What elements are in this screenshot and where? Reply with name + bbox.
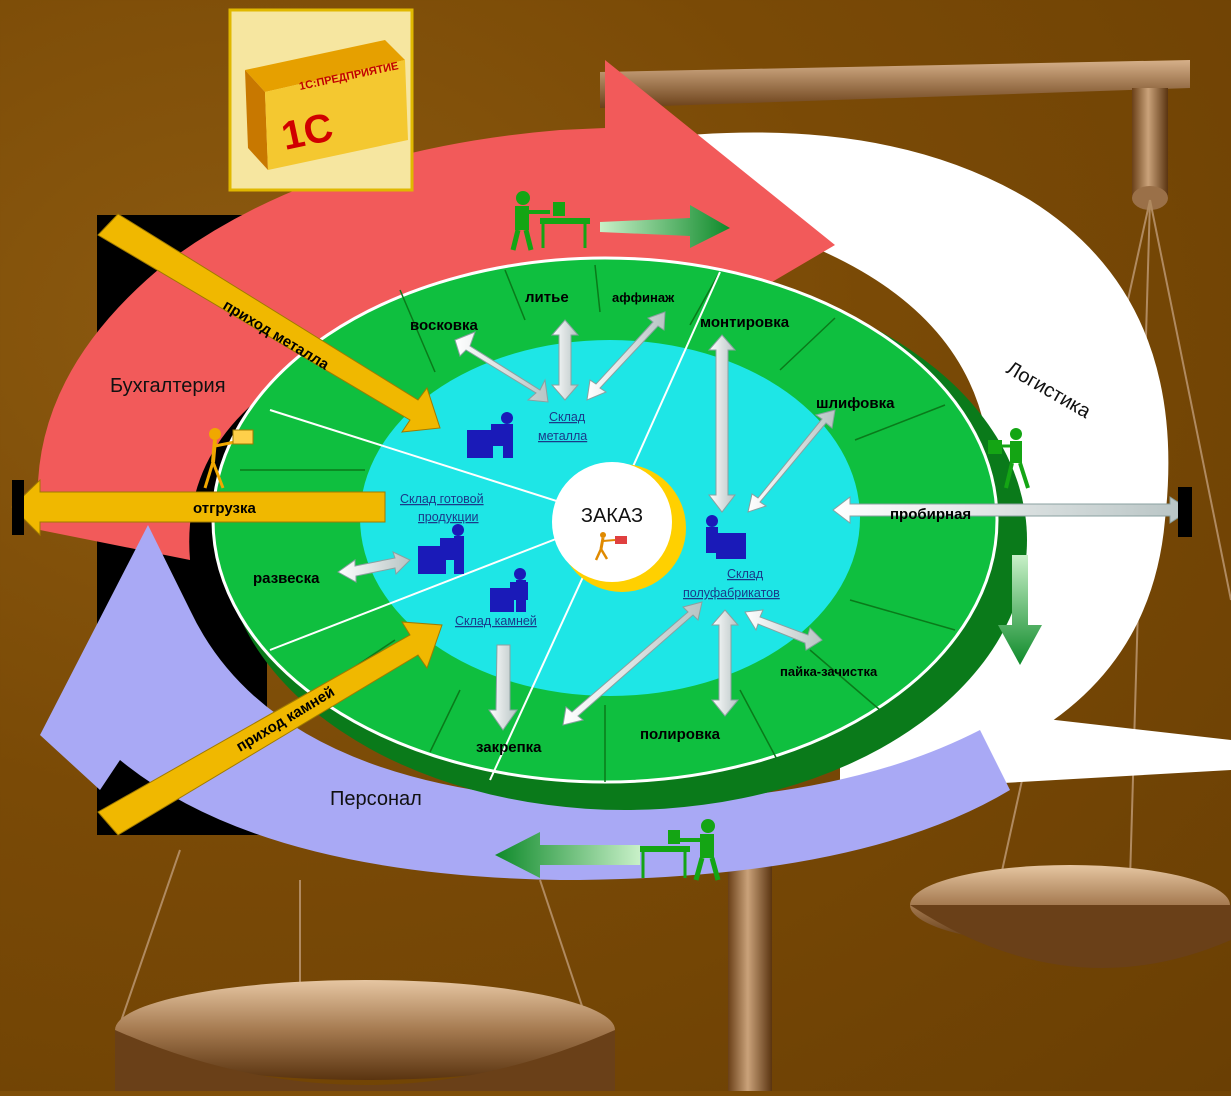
personnel-arrow xyxy=(40,525,1010,880)
conveyor-icon xyxy=(640,819,721,881)
forklift-icon xyxy=(706,515,746,559)
semi-warehouse-label-1[interactable]: Склад xyxy=(727,567,764,581)
personnel-label: Персонал xyxy=(330,788,422,810)
stage-setting[interactable]: закрепка xyxy=(476,739,542,756)
stage-soldering[interactable]: пайка-зачистка xyxy=(780,664,878,679)
stones-inflow-arrow xyxy=(97,621,443,836)
stage-weighing[interactable]: развеска xyxy=(253,570,320,587)
double-arrow-icon xyxy=(337,311,1191,731)
shipment-label: отгрузка xyxy=(193,500,256,517)
semi-warehouse-label-2[interactable]: полуфабрикатов xyxy=(683,586,780,600)
metal-warehouse-label-1[interactable]: Склад xyxy=(549,410,586,424)
forklift-icon xyxy=(418,524,464,574)
worker-icon xyxy=(988,428,1030,489)
product-brand: 1С xyxy=(278,105,337,159)
finished-warehouse-label-1[interactable]: Склад готовой xyxy=(400,492,484,506)
scale-icon xyxy=(115,60,1231,1091)
stage-wax[interactable]: восковка xyxy=(410,317,479,334)
courier-icon xyxy=(203,428,254,489)
edge-marker-right xyxy=(1178,487,1192,537)
stage-refining[interactable]: аффинаж xyxy=(612,290,675,305)
assay-label: пробирная xyxy=(890,506,971,523)
stage-casting[interactable]: литье xyxy=(525,289,569,306)
accounting-label: Бухгалтерия xyxy=(110,375,226,397)
stones-warehouse-label[interactable]: Склад камней xyxy=(455,614,537,628)
edge-marker-left xyxy=(12,480,24,535)
shipment-arrow xyxy=(11,478,386,537)
stage-polishing[interactable]: полировка xyxy=(640,726,721,743)
forklift-icon xyxy=(490,568,528,612)
green-arrow-icon xyxy=(495,205,1042,878)
metal-inflow-arrow xyxy=(97,213,441,433)
order-center[interactable]: ЗАКАЗ xyxy=(552,462,686,592)
stage-mounting[interactable]: монтировка xyxy=(700,314,790,331)
conveyor-icon xyxy=(510,191,590,251)
forklift-icon xyxy=(467,412,513,458)
metal-warehouse-label-2[interactable]: металла xyxy=(538,429,587,443)
order-label: ЗАКАЗ xyxy=(581,505,643,527)
product-box-logo: 1С:ПРЕДПРИЯТИЕ 1С xyxy=(228,8,414,192)
logistics-arrow xyxy=(640,132,1231,795)
finished-warehouse-label-2[interactable]: продукции xyxy=(418,510,479,524)
runner-icon xyxy=(594,532,627,561)
stage-grinding[interactable]: шлифовка xyxy=(816,395,895,412)
